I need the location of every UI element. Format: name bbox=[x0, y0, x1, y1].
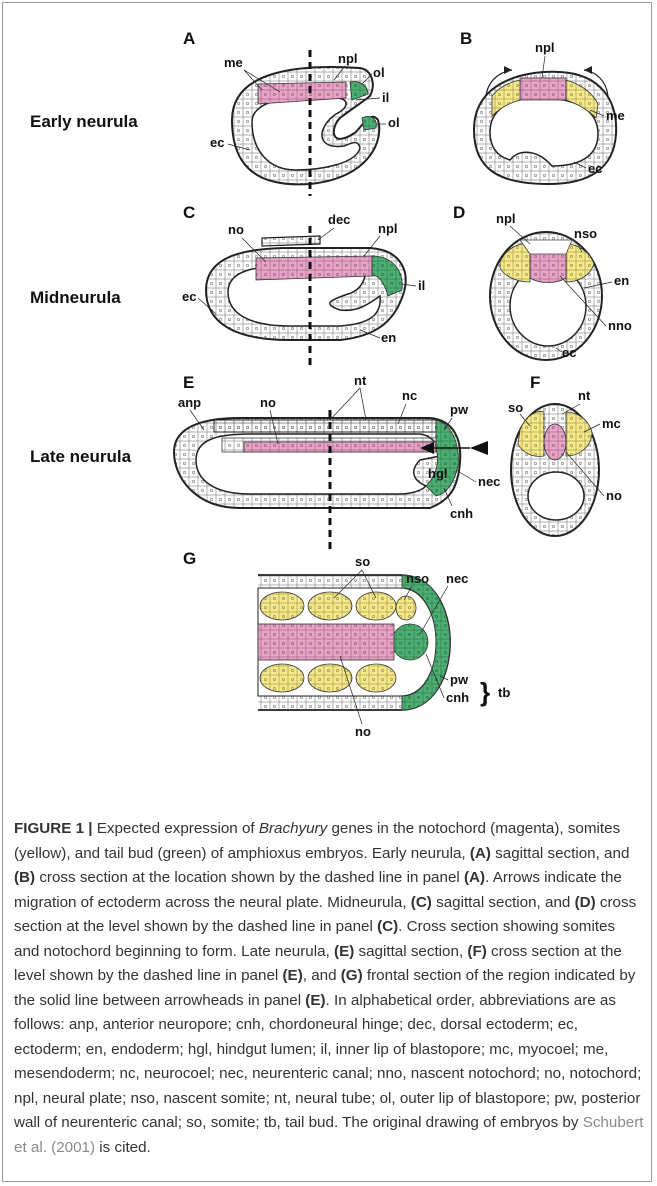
panel-d-letter: D bbox=[453, 203, 465, 222]
panel-e-notochord bbox=[244, 442, 436, 452]
caption-panel-ref: (C) bbox=[411, 894, 432, 911]
label-e-nc: nc bbox=[402, 388, 417, 403]
label-f-so: so bbox=[508, 400, 523, 415]
figure-drawing: Early neurula Midneurula Late neurula A … bbox=[0, 0, 657, 810]
panel-a-letter: A bbox=[183, 29, 195, 48]
label-f-no: no bbox=[606, 488, 622, 503]
caption-text: is cited. bbox=[95, 1139, 151, 1156]
panel-f: F so nt mc no bbox=[508, 373, 622, 536]
label-c-ec: ec bbox=[182, 289, 196, 304]
panel-a-archenteron bbox=[252, 97, 360, 170]
panel-c-letter: C bbox=[183, 203, 195, 222]
panel-f-letter: F bbox=[530, 373, 540, 392]
label-c-en: en bbox=[381, 330, 396, 345]
label-d-nso: nso bbox=[574, 226, 597, 241]
caption-panel-ref: (A) bbox=[470, 845, 491, 862]
label-a-ec: ec bbox=[210, 135, 224, 150]
caption-text: . In alphabetical order, abbreviations a… bbox=[14, 992, 641, 1132]
caption-panel-ref: (B) bbox=[14, 869, 35, 886]
label-e-cnh: cnh bbox=[450, 506, 473, 521]
panel-e-neural-tube bbox=[214, 420, 436, 432]
caption-text: sagittal section, and bbox=[491, 845, 629, 862]
label-a-npl: npl bbox=[338, 51, 358, 66]
label-e-hgl: hgl bbox=[428, 466, 448, 481]
label-b-npl: npl bbox=[535, 40, 555, 55]
panel-b: B npl me ec bbox=[460, 29, 625, 184]
label-g-no: no bbox=[355, 724, 371, 739]
label-b-ec: ec bbox=[588, 161, 602, 176]
panel-f-gut bbox=[528, 472, 584, 520]
panel-b-notochord-region bbox=[520, 78, 566, 100]
panel-d-nascent-notochord bbox=[530, 252, 566, 283]
caption-panel-ref: (D) bbox=[575, 894, 596, 911]
stage-label-mid: Midneurula bbox=[30, 288, 121, 307]
panel-a-inner-lip-green bbox=[362, 116, 376, 130]
caption-panel-ref: (E) bbox=[334, 943, 354, 960]
panel-e-letter: E bbox=[183, 373, 194, 392]
panel-b-archenteron bbox=[490, 98, 598, 166]
caption-panel-ref: (A) bbox=[464, 869, 485, 886]
caption-text: cross section at the location shown by t… bbox=[35, 869, 464, 886]
label-e-no: no bbox=[260, 395, 276, 410]
label-b-me: me bbox=[606, 108, 625, 123]
panel-g-brace: } bbox=[480, 677, 490, 707]
label-f-nt: nt bbox=[578, 388, 591, 403]
panel-d: D npl nso en nno ec bbox=[453, 203, 632, 360]
label-c-no: no bbox=[228, 222, 244, 237]
panel-g-somites-bottom bbox=[260, 664, 396, 692]
label-e-nec: nec bbox=[478, 474, 500, 489]
label-g-pw: pw bbox=[450, 672, 469, 687]
label-f-mc: mc bbox=[602, 416, 621, 431]
label-d-npl: npl bbox=[496, 211, 516, 226]
stage-label-late: Late neurula bbox=[30, 447, 132, 466]
stage-label-early: Early neurula bbox=[30, 112, 138, 131]
panel-g-notochord bbox=[258, 624, 394, 660]
panel-g: G so nso nec pw cnh } t bbox=[183, 549, 510, 739]
panel-c: C no dec npl il ec en bbox=[182, 203, 425, 366]
label-a-ol-2: ol bbox=[388, 115, 400, 130]
caption-panel-ref: (F) bbox=[467, 943, 486, 960]
panel-f-notochord bbox=[544, 424, 566, 460]
caption-text: Expected expression of bbox=[93, 820, 259, 837]
label-c-npl: npl bbox=[378, 221, 398, 236]
caption-panel-ref: (C) bbox=[377, 918, 398, 935]
label-a-me: me bbox=[224, 55, 243, 70]
caption-gene-name: Brachyury bbox=[259, 820, 327, 837]
figure-caption: FIGURE 1 | Expected expression of Brachy… bbox=[14, 817, 644, 1160]
panel-b-letter: B bbox=[460, 29, 472, 48]
label-a-ol-1: ol bbox=[373, 65, 385, 80]
caption-figure-label: FIGURE 1 | bbox=[14, 820, 93, 837]
caption-panel-ref: (E) bbox=[283, 967, 303, 984]
caption-text: sagittal section, and bbox=[432, 894, 575, 911]
label-g-so: so bbox=[355, 554, 370, 569]
panel-f-somite-left bbox=[518, 412, 544, 457]
panel-e: E anp no nt nc pw hgl nec cnh bbox=[174, 373, 500, 550]
caption-text: , and bbox=[303, 967, 341, 984]
label-d-en: en bbox=[614, 273, 629, 288]
panel-g-letter: G bbox=[183, 549, 196, 568]
label-c-il: il bbox=[418, 278, 425, 293]
label-g-nec: nec bbox=[446, 571, 468, 586]
label-g-cnh: cnh bbox=[446, 690, 469, 705]
label-c-dec: dec bbox=[328, 212, 350, 227]
caption-text: sagittal section, bbox=[354, 943, 467, 960]
label-e-pw: pw bbox=[450, 402, 469, 417]
label-g-nso: nso bbox=[406, 571, 429, 586]
panel-c-notochord-region bbox=[256, 256, 372, 280]
label-g-tb: tb bbox=[498, 685, 510, 700]
label-d-ec: ec bbox=[562, 345, 576, 360]
caption-panel-ref: (E) bbox=[305, 992, 325, 1009]
label-a-il: il bbox=[382, 90, 389, 105]
panel-e-arrowhead-right bbox=[470, 441, 488, 455]
label-d-nno: nno bbox=[608, 318, 632, 333]
label-e-nt: nt bbox=[354, 373, 367, 388]
panel-a: A me npl ol il ol ec bbox=[183, 29, 400, 196]
label-e-anp: anp bbox=[178, 395, 201, 410]
caption-panel-ref: (G) bbox=[341, 967, 363, 984]
